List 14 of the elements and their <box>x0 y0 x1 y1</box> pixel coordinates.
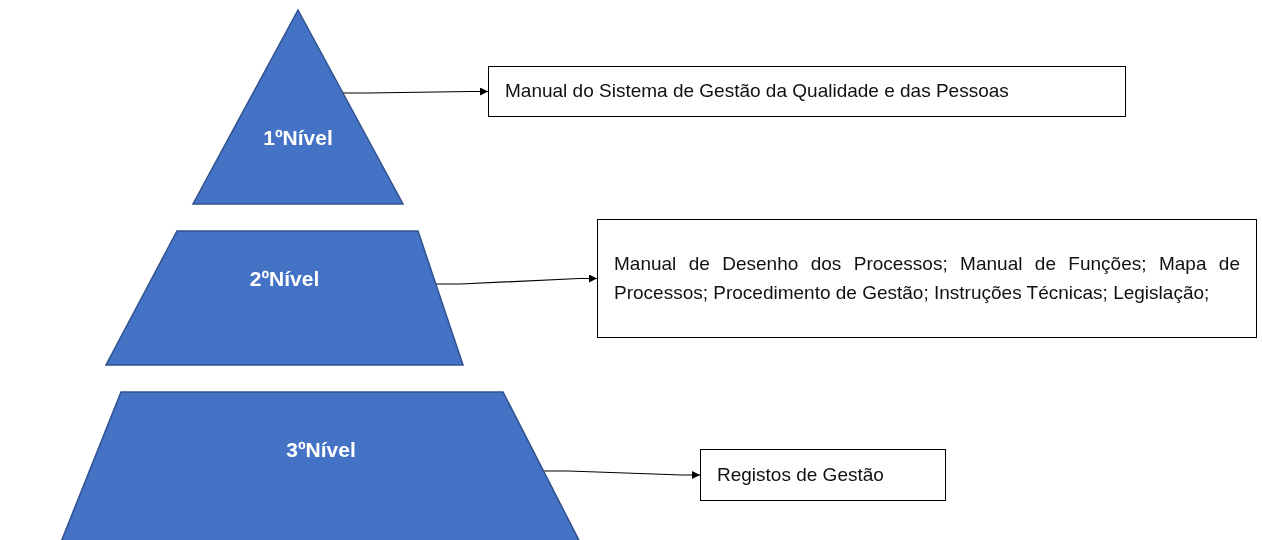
box-text: Manual do Sistema de Gestão da Qualidade e das Pessoas <box>505 79 1009 104</box>
text-box <box>488 66 1126 117</box>
text-box <box>597 219 1257 338</box>
arrow <box>342 87 489 96</box>
level-label: 3ºNível <box>285 438 357 462</box>
arrow <box>542 470 701 479</box>
level-label: 2ºNível <box>248 267 321 291</box>
pyramid-level <box>193 10 403 204</box>
box-text: Manual de Desenho dos Processos; Manual de Funções; Mapa de Processos; Procedimento de Gestão; Instruções Técnicas; Legislação; <box>614 252 1240 305</box>
box-text: Registos de Gestão <box>717 462 884 487</box>
arrow <box>435 274 598 285</box>
pyramid-level <box>106 231 463 365</box>
level-label: 1ºNível <box>262 126 334 150</box>
text-box <box>700 449 946 501</box>
